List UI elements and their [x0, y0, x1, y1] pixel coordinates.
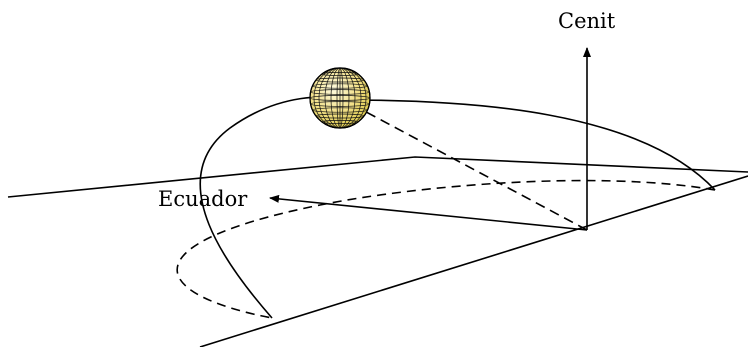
equator-arrow — [269, 194, 588, 231]
sun-path-below-horizon — [176, 179, 716, 319]
sun-path-above-horizon — [199, 96, 716, 319]
sun-direction-line — [339, 97, 588, 231]
horizon-back-edge — [7, 156, 748, 198]
equator-label: Ecuador — [158, 187, 248, 211]
horizon-front-edge — [199, 175, 748, 347]
sun-sphere-icon — [309, 67, 371, 129]
zenith-label: Cenit — [558, 9, 616, 33]
